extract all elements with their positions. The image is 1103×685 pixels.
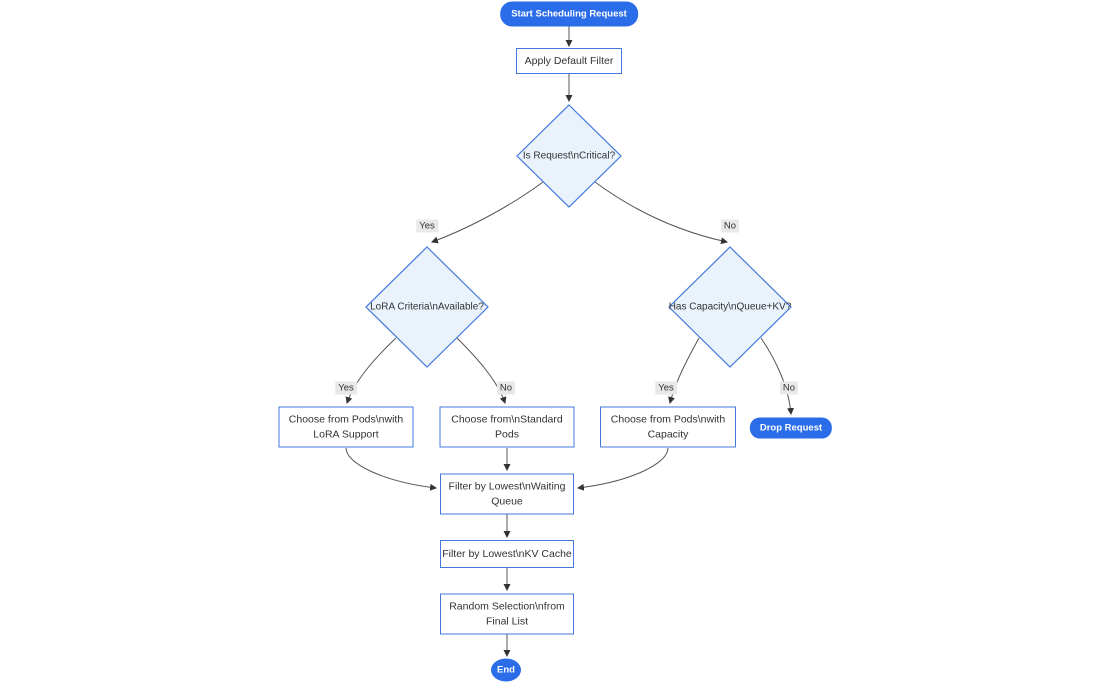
node-random-selection-line2: Final List — [485, 615, 528, 627]
edge-label-lora-yes: Yes — [335, 381, 357, 395]
decision-lora-criteria-shape — [365, 246, 489, 368]
edge-critical-no-capacity — [594, 181, 729, 245]
node-lora-pods-line1: Choose from Pods\nwith — [288, 413, 404, 425]
edge-lora-yes-lorapods — [345, 337, 397, 404]
node-apply-filter: Apply Default Filter — [516, 48, 622, 74]
decision-is-critical-label: Is Request\nCritical? — [522, 150, 616, 162]
node-capacity-pods-line2: Capacity — [647, 428, 689, 440]
node-drop-request: Drop Request — [749, 417, 833, 439]
node-filter-waiting: Filter by Lowest\nWaiting Queue — [440, 473, 574, 515]
edge-label-capacity-yes: Yes — [655, 381, 677, 395]
node-random-selection-line1: Random Selection\nfrom — [449, 600, 565, 612]
edge-label-critical-yes: Yes — [416, 219, 438, 233]
decision-has-capacity-label: Has Capacity\nQueue+KV? — [668, 301, 792, 313]
edge-critical-yes-lora — [431, 181, 544, 244]
node-capacity-pods-line1: Choose from Pods\nwith — [610, 413, 726, 425]
decision-lora-criteria-label: LoRA Criteria\nAvailable? — [370, 301, 484, 313]
edge-cappods-filterwait — [576, 447, 669, 491]
node-standard-pods: Choose from\nStandard Pods — [439, 406, 575, 448]
node-end: End — [491, 658, 521, 682]
node-end-label: End — [497, 664, 515, 676]
node-capacity-pods: Choose from Pods\nwith Capacity — [600, 406, 736, 448]
decision-is-critical-shape — [516, 104, 622, 208]
edge-lora-no-standard — [456, 337, 507, 404]
node-filter-waiting-line2: Queue — [491, 495, 523, 507]
node-standard-pods-line2: Pods — [495, 428, 519, 440]
node-start-label: Start Scheduling Request — [511, 8, 627, 20]
node-filter-waiting-line1: Filter by Lowest\nWaiting — [448, 480, 566, 492]
node-standard-pods-line1: Choose from\nStandard — [451, 413, 563, 425]
edge-lorapods-filterwait — [345, 447, 438, 491]
edge-label-critical-no: No — [720, 219, 740, 233]
edge-label-lora-no: No — [496, 381, 516, 395]
edge-capacity-yes-cappods — [668, 337, 700, 405]
node-filter-kv: Filter by Lowest\nKV Cache — [440, 540, 574, 568]
node-lora-pods-line2: LoRA Support — [313, 428, 379, 440]
decision-has-capacity-shape — [668, 246, 792, 368]
node-apply-filter-label: Apply Default Filter — [524, 54, 614, 67]
edge-capacity-no-drop — [760, 337, 795, 416]
node-start: Start Scheduling Request — [500, 1, 638, 27]
node-filter-kv-label: Filter by Lowest\nKV Cache — [442, 547, 572, 560]
node-lora-pods: Choose from Pods\nwith LoRA Support — [278, 406, 414, 448]
node-drop-request-label: Drop Request — [759, 422, 823, 434]
edge-label-capacity-no: No — [779, 381, 799, 395]
node-random-selection: Random Selection\nfrom Final List — [440, 593, 574, 635]
